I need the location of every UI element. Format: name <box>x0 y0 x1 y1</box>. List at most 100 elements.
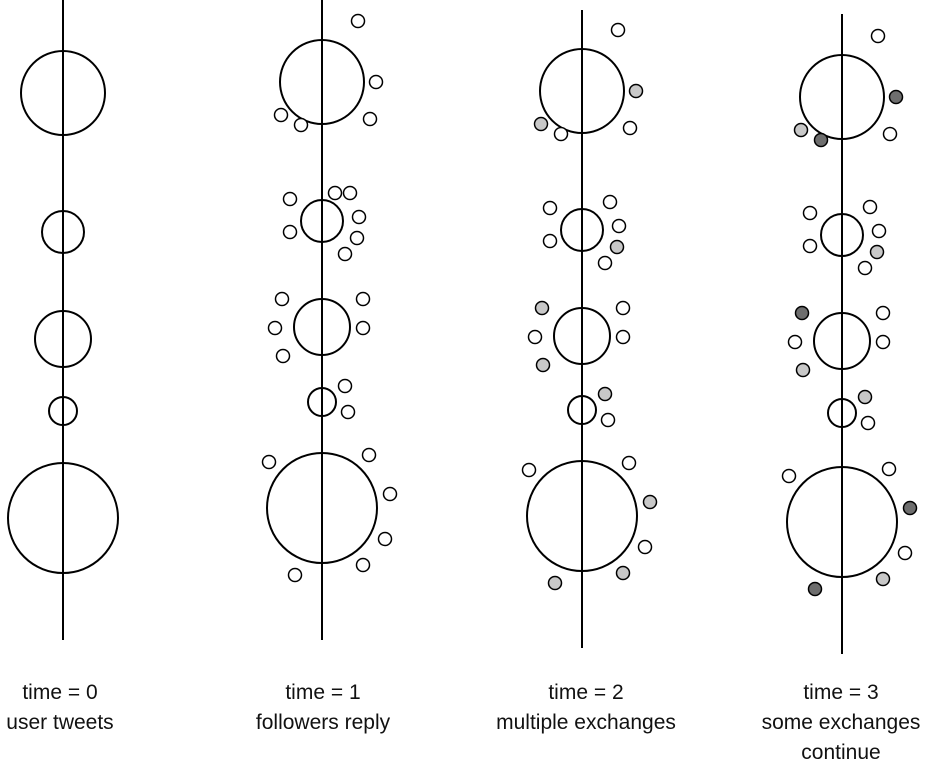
reply-circle-empty <box>337 246 353 262</box>
reply-circle-light <box>642 494 658 510</box>
reply-circle-empty <box>351 209 367 225</box>
reply-circle-empty <box>355 291 371 307</box>
reply-circle-empty <box>621 455 637 471</box>
reply-circle-empty <box>857 260 873 276</box>
reply-circle-empty <box>527 329 543 345</box>
reply-circle-empty <box>637 539 653 555</box>
reply-circle-empty <box>273 107 289 123</box>
reply-circle-empty <box>802 205 818 221</box>
reply-circle-empty <box>881 461 897 477</box>
tweet-circle <box>539 48 625 134</box>
reply-circle-empty <box>542 233 558 249</box>
reply-circle-empty <box>875 305 891 321</box>
reply-circle-empty <box>611 218 627 234</box>
tweet-circle <box>526 460 638 572</box>
reply-circle-empty <box>327 185 343 201</box>
reply-circle-empty <box>282 224 298 240</box>
stage-description-2: multiple exchanges <box>496 711 676 734</box>
reply-circle-empty <box>862 199 878 215</box>
reply-circle-light <box>597 386 613 402</box>
reply-circle-empty <box>342 185 358 201</box>
reply-circle-empty <box>597 255 613 271</box>
tweet-circle <box>553 307 611 365</box>
tweet-circle <box>41 210 85 254</box>
reply-circle-dark <box>807 581 823 597</box>
reply-circle-empty <box>261 454 277 470</box>
reply-circle-empty <box>882 126 898 142</box>
reply-circle-empty <box>610 22 626 38</box>
reply-circle-empty <box>282 191 298 207</box>
reply-circle-empty <box>600 412 616 428</box>
caption-time-3: time = 3 some exchanges continue <box>721 678 928 768</box>
stage-description-3b: continue <box>801 741 881 764</box>
reply-circle-empty <box>293 117 309 133</box>
reply-circle-light <box>535 357 551 373</box>
reply-circle-light <box>547 575 563 591</box>
reply-circle-dark <box>902 500 918 516</box>
reply-circle-empty <box>274 291 290 307</box>
reply-circle-empty <box>362 111 378 127</box>
reply-circle-empty <box>875 334 891 350</box>
reply-circle-light <box>869 244 885 260</box>
tweet-circle <box>827 398 857 428</box>
reply-circle-empty <box>787 334 803 350</box>
tweet-circle <box>293 298 351 356</box>
reply-circle-empty <box>622 120 638 136</box>
caption-time-2: time = 2 multiple exchanges <box>466 678 706 738</box>
reply-circle-empty <box>361 447 377 463</box>
stage-description-0: user tweets <box>6 711 114 734</box>
tweet-circle <box>7 462 119 574</box>
reply-circle-empty <box>521 462 537 478</box>
reply-circle-empty <box>860 415 876 431</box>
reply-circle-empty <box>602 194 618 210</box>
caption-time-0: time = 0 user tweets <box>0 678 180 738</box>
reply-circle-light <box>534 300 550 316</box>
reply-circle-light <box>875 571 891 587</box>
reply-circle-dark <box>794 305 810 321</box>
tweet-circle <box>279 39 365 125</box>
caption-time-1: time = 1 followers reply <box>203 678 443 738</box>
stage-description-3a: some exchanges <box>761 711 921 734</box>
reply-circle-empty <box>355 557 371 573</box>
reply-circle-empty <box>350 13 366 29</box>
tweet-circle <box>567 395 597 425</box>
tweet-circle <box>20 50 106 136</box>
reply-circle-empty <box>615 329 631 345</box>
reply-circle-empty <box>368 74 384 90</box>
reply-circle-dark <box>888 89 904 105</box>
reply-circle-light <box>857 389 873 405</box>
reply-circle-empty <box>382 486 398 502</box>
reply-circle-empty <box>337 378 353 394</box>
reply-circle-empty <box>542 200 558 216</box>
reply-circle-light <box>793 122 809 138</box>
reply-circle-empty <box>781 468 797 484</box>
tweet-circle <box>799 54 885 140</box>
reply-circle-empty <box>802 238 818 254</box>
time-label-0: time = 0 <box>22 681 98 704</box>
time-label-1: time = 1 <box>285 681 361 704</box>
reply-circle-light <box>615 565 631 581</box>
reply-circle-dark <box>813 132 829 148</box>
reply-circle-light <box>795 362 811 378</box>
tweet-circle <box>300 199 344 243</box>
reply-circle-empty <box>287 567 303 583</box>
tweet-circle <box>820 213 864 257</box>
reply-circle-empty <box>377 531 393 547</box>
reply-circle-empty <box>615 300 631 316</box>
reply-circle-empty <box>340 404 356 420</box>
reply-circle-empty <box>355 320 371 336</box>
reply-circle-empty <box>870 28 886 44</box>
time-label-3: time = 3 <box>803 681 879 704</box>
reply-circle-light <box>628 83 644 99</box>
time-label-2: time = 2 <box>548 681 624 704</box>
reply-circle-empty <box>349 230 365 246</box>
tweet-circle <box>34 310 92 368</box>
reply-circle-light <box>533 116 549 132</box>
tweet-circle <box>813 312 871 370</box>
tweet-circle <box>786 466 898 578</box>
stage-description-1: followers reply <box>255 711 391 734</box>
reply-circle-empty <box>553 126 569 142</box>
tweet-circle <box>307 387 337 417</box>
reply-circle-empty <box>267 320 283 336</box>
